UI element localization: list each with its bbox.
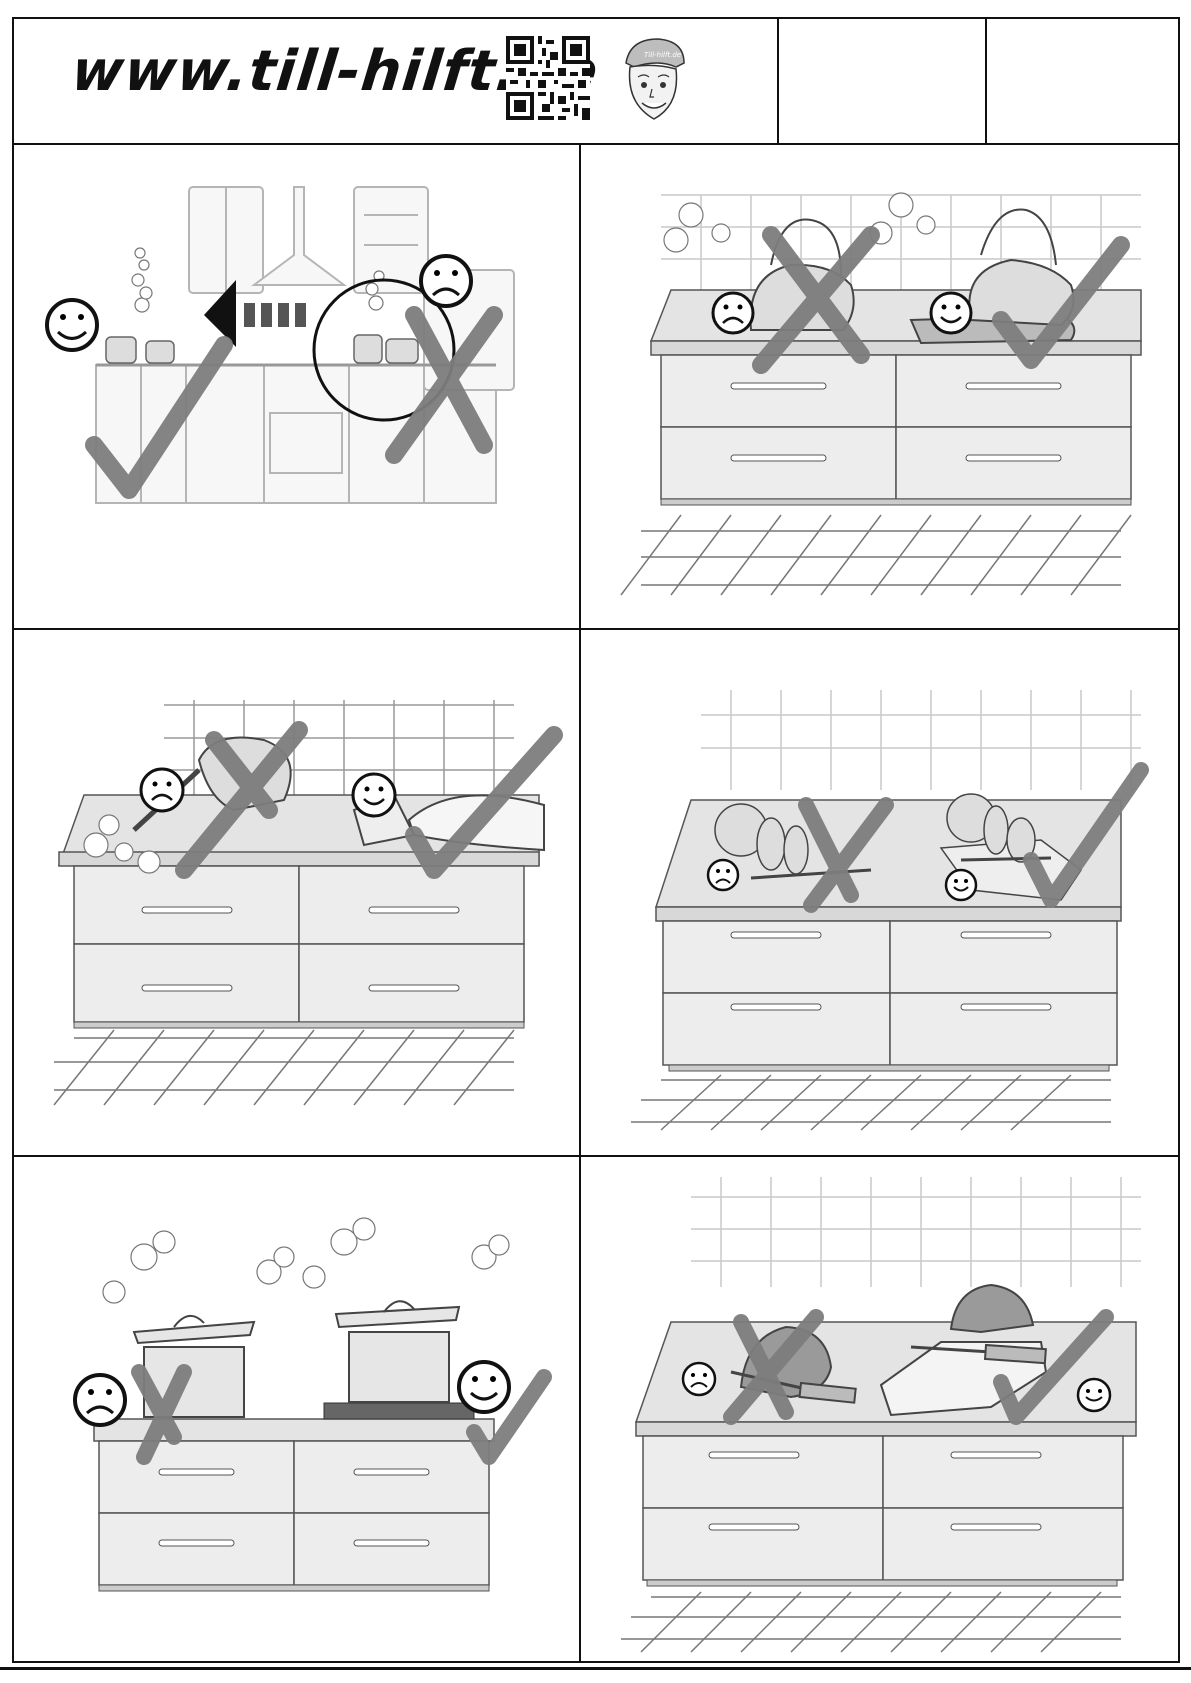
avatar-cap-text: Till-hilft.de (644, 51, 681, 59)
happy-face-icon (459, 1362, 509, 1412)
header-divider (777, 19, 779, 144)
happy-face-icon (47, 300, 97, 350)
worksheet-frame: www.till-hilft.de Till-hilft.de (12, 17, 1180, 1663)
sad-face-icon (75, 1375, 125, 1425)
qr-code-icon (506, 36, 590, 120)
panel-wiping-counter (14, 630, 579, 1155)
sad-face-icon (141, 769, 183, 811)
happy-face-icon (946, 870, 976, 900)
pot-illustration (14, 1157, 579, 1663)
panel-kettle-on-board (581, 145, 1181, 628)
happy-face-icon (1078, 1379, 1110, 1411)
sad-face-icon (713, 293, 753, 333)
sad-face-icon (421, 256, 471, 306)
till-avatar-icon: Till-hilft.de (618, 33, 690, 129)
panel-pot-on-trivet (14, 1157, 579, 1663)
panel-kitchen-overview (14, 145, 579, 628)
kettle-illustration (581, 145, 1181, 628)
panel-knife-on-board (581, 1157, 1181, 1663)
wiping-illustration (14, 630, 579, 1155)
happy-face-icon (931, 293, 971, 333)
sad-face-icon (708, 860, 738, 890)
kitchen-overview-illustration (14, 145, 579, 628)
sad-face-icon (683, 1363, 715, 1395)
page-bottom-rule (0, 1667, 1191, 1670)
knife-illustration (581, 1157, 1181, 1663)
cutting-illustration (581, 630, 1181, 1155)
panel-cutting-on-board (581, 630, 1181, 1155)
header-divider (985, 19, 987, 144)
happy-face-icon (353, 774, 395, 816)
